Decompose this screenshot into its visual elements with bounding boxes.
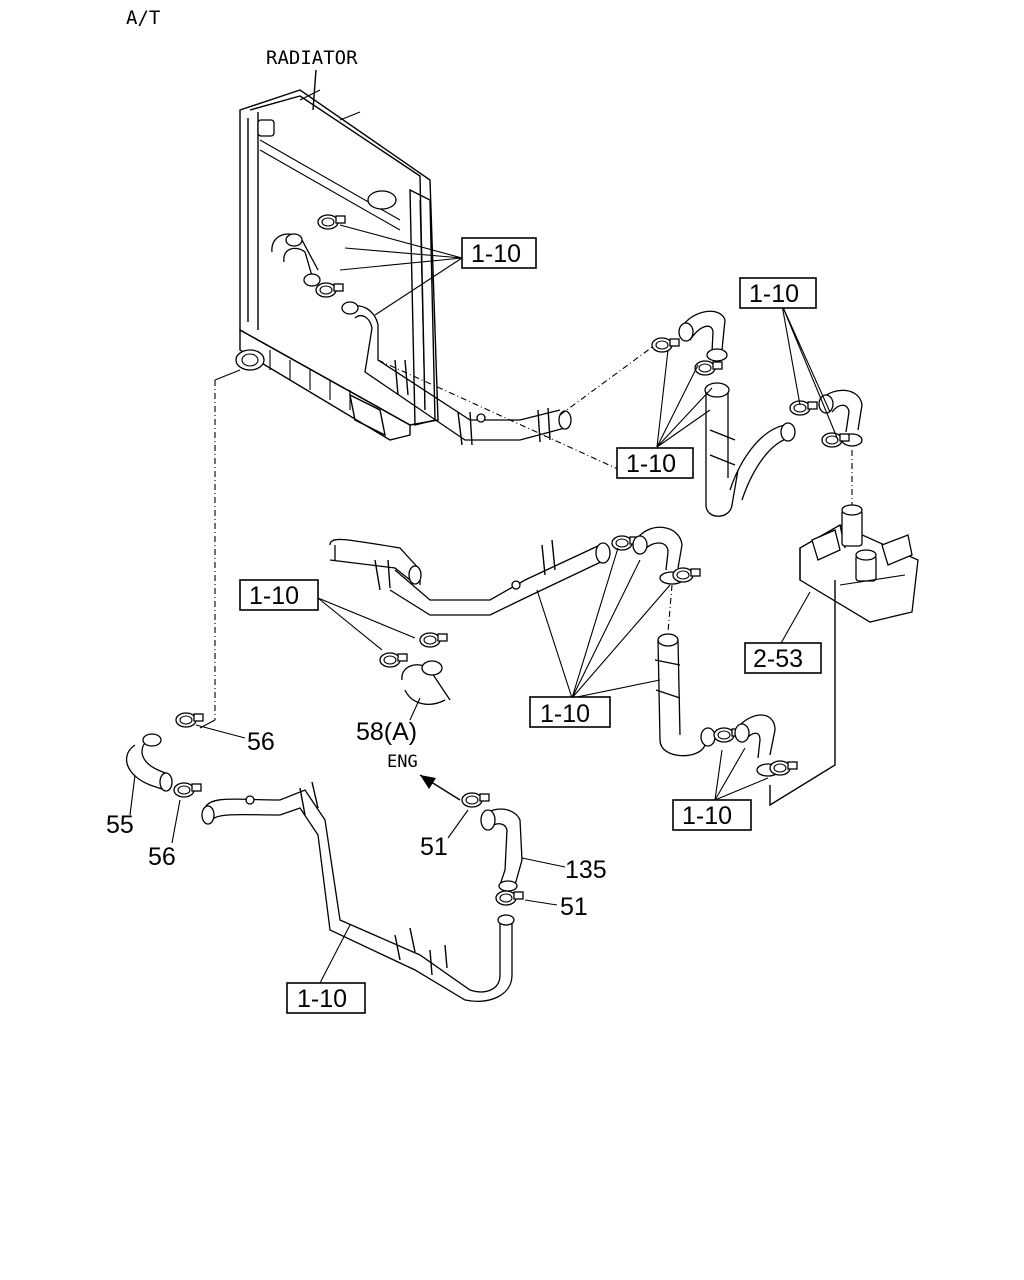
radiator-outlet-pipe: [341, 301, 572, 446]
middle-pipe: [329, 526, 798, 777]
svg-text:2-53: 2-53: [753, 645, 803, 673]
radiator-label: RADIATOR: [266, 47, 358, 69]
svg-text:1-10: 1-10: [249, 582, 299, 610]
lower-pipe: [201, 781, 515, 1002]
upper-radiator-hose: [271, 214, 346, 298]
part-135-label: 135: [565, 856, 607, 884]
part-58a-label: 58(A): [356, 718, 417, 746]
svg-text:1-10: 1-10: [626, 450, 676, 478]
leader-dashed-1: [377, 359, 621, 471]
radiator-leader: [312, 69, 317, 111]
svg-text:1-10: 1-10: [540, 700, 590, 728]
callout-1-10-bottom: 1-10: [286, 924, 366, 1014]
hose-135: [461, 792, 524, 906]
leader-51-upper: [447, 809, 469, 839]
part-51-upper-label: 51: [420, 833, 448, 861]
leader-dashed-2: [559, 344, 656, 416]
callout-1-10-middle: 1-10: [529, 547, 671, 728]
svg-text:1-10: 1-10: [749, 280, 799, 308]
callout-1-10-lower-right: 1-10: [672, 747, 769, 831]
callout-1-10-mid-right: 1-10: [616, 349, 713, 479]
callout-1-10-top-right: 1-10: [739, 277, 839, 441]
callout-1-10-left: 1-10: [239, 579, 416, 651]
part-51-lower-label: 51: [560, 893, 588, 921]
part-55-label: 55: [106, 811, 134, 839]
transmission-variant-label: A/T: [126, 7, 160, 29]
hose-58a: [379, 632, 451, 721]
leader-51-lower: [524, 899, 558, 906]
part-56-upper-label: 56: [247, 728, 275, 756]
leader-135: [521, 857, 566, 868]
svg-text:1-10: 1-10: [682, 802, 732, 830]
part-56-lower-label: 56: [148, 843, 176, 871]
oil-cooler: [799, 450, 919, 623]
leader-56-upper: [195, 724, 246, 739]
leader-cooler-return: [769, 580, 836, 807]
engine-label: ENG: [387, 752, 418, 772]
callout-2-53: 2-53: [744, 591, 822, 674]
right-upper-hose-group: [651, 310, 863, 517]
svg-text:1-10: 1-10: [471, 240, 521, 268]
leader-56-lower: [171, 799, 181, 844]
radiator: [235, 89, 439, 441]
leader-55: [129, 774, 136, 816]
callout-1-10-radiator: 1-10: [339, 224, 537, 316]
engine-direction-arrow: [419, 774, 461, 801]
leader-line-56: [199, 369, 241, 729]
svg-text:1-10: 1-10: [297, 985, 347, 1013]
hose-55: [126, 712, 204, 798]
